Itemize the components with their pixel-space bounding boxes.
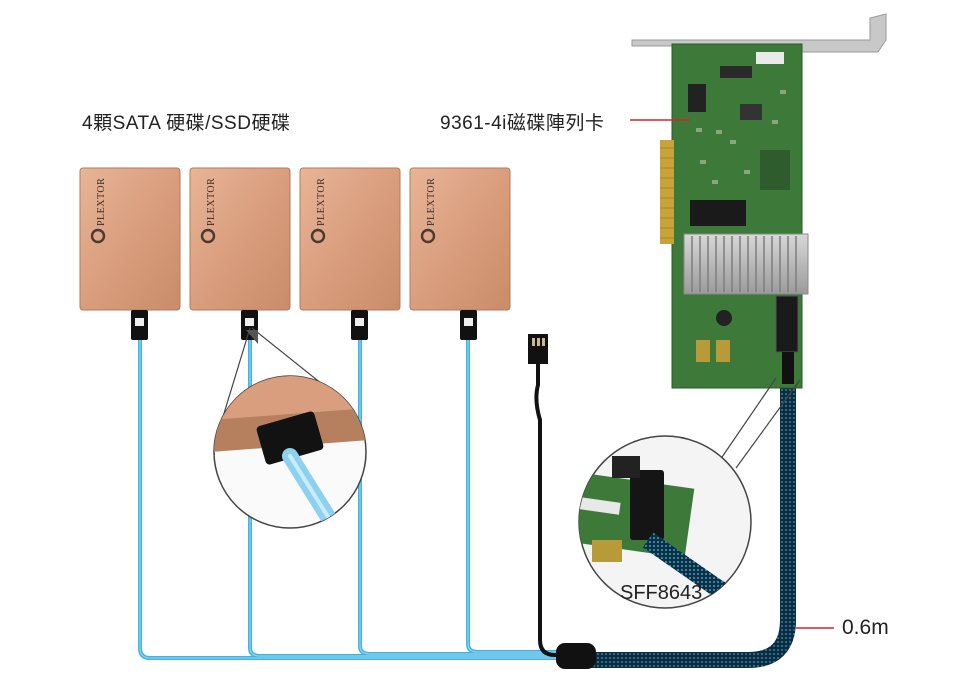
drive-1: PLEXTOR — [79, 167, 181, 340]
sff8643-cable — [556, 380, 796, 669]
drive-4: PLEXTOR — [409, 167, 511, 340]
sideband-cable — [528, 334, 565, 657]
sff8643-label: SFF8643 — [620, 582, 703, 604]
svg-text:PLEXTOR: PLEXTOR — [316, 178, 327, 226]
svg-text:PLEXTOR: PLEXTOR — [426, 178, 437, 226]
cable-length-label: 0.6m — [842, 616, 889, 639]
drives-label: 4顆SATA 硬碟/SSD硬碟 — [82, 113, 291, 134]
svg-text:PLEXTOR: PLEXTOR — [206, 178, 217, 226]
cable-splitter-sleeve — [556, 643, 596, 669]
zoom-detail-sff8643 — [578, 377, 801, 609]
sata-cable-3 — [358, 336, 562, 656]
svg-text:PLEXTOR: PLEXTOR — [96, 178, 107, 226]
drive-3: PLEXTOR — [299, 167, 401, 340]
raid-card — [631, 13, 887, 389]
drive-2: PLEXTOR — [189, 167, 291, 340]
raid-card-label: 9361-4i磁碟陣列卡 — [440, 113, 605, 134]
sata-cable-4 — [466, 336, 562, 654]
zoom-detail-sata — [213, 327, 367, 529]
